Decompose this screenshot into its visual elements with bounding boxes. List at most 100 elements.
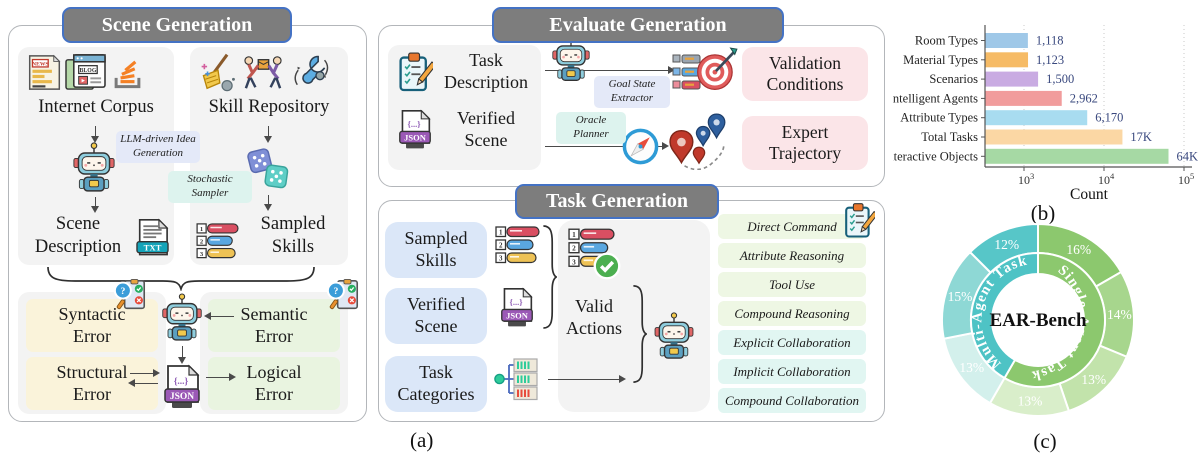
arrow-oracle-planner <box>545 142 669 151</box>
donut-percentage-label: 15% <box>948 289 973 304</box>
txt-file-icon <box>134 218 171 260</box>
extractor-robot-icon <box>551 36 591 84</box>
stack-icon <box>110 56 145 91</box>
ear-bench-donut-chart: 16%14%13%13%13%15%12%Single-Agent TaskMu… <box>941 222 1135 453</box>
arrow-json-to-structural <box>128 379 158 388</box>
bar-value-label: 17K <box>1130 130 1152 144</box>
caption-b: (b) <box>1031 201 1056 224</box>
arrow-robot-to-json <box>178 346 187 364</box>
people-carrying-icon <box>240 54 286 92</box>
logical-error-label: Logical Error <box>208 357 340 410</box>
tg-verified-scene-label: Verified Scene <box>385 288 487 344</box>
arrow-dice-to-sampled <box>264 195 273 211</box>
donut-inner-segment-0 <box>1003 251 1106 388</box>
tg-task-categories-label: Task Categories <box>385 356 487 412</box>
bar-value-label: 1,123 <box>1036 53 1064 67</box>
bar-category-label: Intelligent Agents <box>893 91 978 105</box>
tg-sampled-skills-label: Sampled Skills <box>385 222 487 278</box>
donut-percentage-label: 13% <box>959 360 984 375</box>
x-tick-label: 103 <box>1018 171 1034 187</box>
caption-a: (a) <box>410 428 434 452</box>
tg-brace-2 <box>631 284 647 384</box>
task-type-row: Explicit Collaboration <box>718 330 866 355</box>
arrow-goal-state <box>545 66 675 75</box>
semantic-error-label: Semantic Error <box>208 299 340 352</box>
task-description-label: Task Description <box>444 50 528 92</box>
bar-material-types <box>985 52 1029 68</box>
x-tick-label: 104 <box>1098 171 1115 187</box>
target-icon <box>694 46 740 92</box>
bar-total-tasks <box>985 129 1123 145</box>
bar-category-label: Attribute Types <box>900 111 978 125</box>
arrow-structural-to-json <box>130 369 160 378</box>
valid-actions-label: Valid Actions <box>566 296 622 338</box>
checker-robot-icon <box>161 293 203 344</box>
arrow-categories-to-actions <box>548 375 626 384</box>
compass-icon <box>621 127 660 166</box>
donut-center-label: EAR-Bench <box>989 310 1087 331</box>
bar-category-label: Material Types <box>903 53 978 67</box>
json-file-icon <box>162 364 202 412</box>
oracle-planner-label: Oracle Planner <box>556 112 626 144</box>
task-types-clipboard-icon <box>843 202 875 239</box>
bar-interactive-objects <box>985 148 1169 164</box>
task-type-row: Tool Use <box>718 272 866 297</box>
llm-driven-label: LLM-driven Idea Generation <box>116 131 200 163</box>
evaluate-generation-title: Evaluate Generation <box>492 7 784 43</box>
internet-corpus-label: Internet Corpus <box>38 97 154 117</box>
scene-description-label: Scene Description <box>34 214 122 257</box>
bar-category-label: Scenarios <box>929 72 978 86</box>
x-axis-title: Count <box>1070 186 1109 203</box>
bar-value-label: 64K <box>1176 149 1198 163</box>
x-tick-label: 105 <box>1178 171 1194 187</box>
news-icon <box>26 54 63 91</box>
bar-intelligent-agents <box>985 90 1062 106</box>
tg-json-icon <box>499 287 535 330</box>
inspect-icon-right <box>325 279 361 311</box>
blog-icon <box>64 53 107 92</box>
skill-pills-icon <box>196 222 240 260</box>
stochastic-sampler-label: Stochastic Sampler <box>168 171 252 203</box>
tg-tree-icon <box>494 357 542 401</box>
merge-brace <box>47 266 315 291</box>
scene-generation-title: Scene Generation <box>62 7 292 43</box>
broom-icon <box>198 52 238 92</box>
arrow-json-to-logical <box>206 373 236 382</box>
bar-category-label: Interactive Objects <box>893 149 978 163</box>
bar-attribute-types <box>985 110 1088 126</box>
skill-repository-label: Skill Repository <box>208 97 330 117</box>
wrench-icon <box>290 52 330 92</box>
task-type-row: Compound Collaboration <box>718 388 866 413</box>
robot-icon <box>72 142 116 195</box>
bar-value-label: 2,962 <box>1070 91 1098 105</box>
caption-c: (c) <box>1033 429 1056 453</box>
trajectory-pins-icon <box>668 112 730 170</box>
arrow-corpus-to-robot <box>91 126 100 143</box>
verified-scene-label: Verified Scene <box>457 108 515 150</box>
task-clipboard-icon <box>397 51 433 93</box>
goal-state-extractor-label: Goal State Extractor <box>594 76 670 108</box>
task-type-row: Direct Command <box>718 214 866 239</box>
bar-value-label: 1,118 <box>1036 34 1064 48</box>
donut-percentage-label: 16% <box>1066 242 1091 257</box>
syntactic-error-label: Syntactic Error <box>26 299 158 352</box>
arrow-skills-to-dice <box>264 126 273 143</box>
tg-pills-icon <box>495 225 541 265</box>
sampled-skills-label: Sampled Skills <box>260 214 326 257</box>
bar-value-label: 1,500 <box>1046 72 1074 86</box>
tg-brace-1 <box>541 224 557 330</box>
inspect-icon-left <box>112 279 148 311</box>
arrow-robot-to-scene <box>91 197 100 213</box>
bar-scenarios <box>985 71 1039 87</box>
task-type-row: Compound Reasoning <box>718 301 866 326</box>
green-check-icon <box>593 252 621 280</box>
arrow-semantic-to-robot <box>204 312 234 321</box>
donut-percentage-label: 13% <box>1081 372 1106 387</box>
bar-category-label: Total Tasks <box>921 130 978 144</box>
expert-trajectory-label: Expert Trajectory <box>742 116 868 170</box>
bar-category-label: Room Types <box>915 34 978 48</box>
validation-conditions-label: Validation Conditions <box>742 47 868 101</box>
bar-value-label: 6,170 <box>1095 111 1123 125</box>
